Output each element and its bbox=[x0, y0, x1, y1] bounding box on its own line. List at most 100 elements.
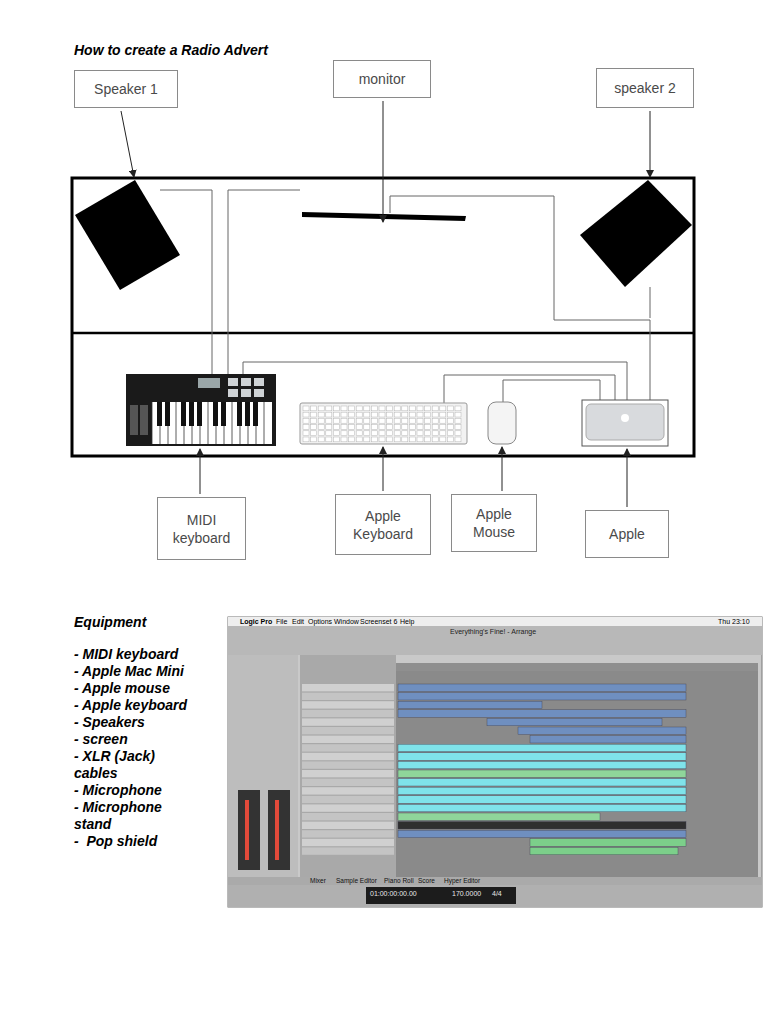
black-key bbox=[189, 402, 194, 426]
key bbox=[326, 425, 332, 430]
key bbox=[318, 406, 324, 411]
list-item: - Speakers bbox=[74, 714, 224, 731]
key bbox=[364, 431, 370, 436]
callout-box: Apple bbox=[585, 510, 669, 558]
key-edge bbox=[232, 402, 233, 444]
key bbox=[447, 437, 453, 442]
key bbox=[303, 425, 309, 430]
black-key bbox=[197, 402, 202, 426]
list-item: - XLR (Jack) cables bbox=[74, 748, 186, 782]
key bbox=[318, 412, 324, 417]
region bbox=[530, 847, 678, 854]
track-header bbox=[302, 753, 394, 760]
track-header bbox=[302, 830, 394, 837]
key bbox=[356, 406, 362, 411]
key bbox=[432, 406, 438, 411]
key bbox=[387, 418, 393, 423]
key bbox=[326, 418, 332, 423]
key bbox=[349, 406, 355, 411]
key bbox=[387, 425, 393, 430]
key bbox=[425, 406, 431, 411]
page-title: How to create a Radio Advert bbox=[74, 42, 268, 58]
key bbox=[387, 437, 393, 442]
key bbox=[356, 437, 362, 442]
key bbox=[417, 425, 423, 430]
key bbox=[409, 406, 415, 411]
key bbox=[333, 418, 339, 423]
region bbox=[398, 684, 686, 691]
list-item: - screen bbox=[74, 731, 224, 748]
key bbox=[364, 418, 370, 423]
tab-label: Mixer bbox=[310, 877, 326, 886]
key bbox=[425, 425, 431, 430]
key bbox=[425, 437, 431, 442]
list-heading: Equipment bbox=[74, 614, 146, 631]
key bbox=[387, 412, 393, 417]
region bbox=[398, 701, 542, 708]
speaker-1 bbox=[75, 180, 180, 290]
region bbox=[398, 744, 686, 751]
key bbox=[409, 431, 415, 436]
key bbox=[341, 406, 347, 411]
callout-box: Speaker 1 bbox=[74, 70, 178, 108]
leader-lines bbox=[121, 101, 650, 507]
track-header bbox=[302, 710, 394, 717]
key bbox=[303, 406, 309, 411]
key bbox=[417, 406, 423, 411]
key bbox=[455, 425, 461, 430]
key bbox=[402, 412, 408, 417]
key bbox=[341, 412, 347, 417]
key bbox=[447, 431, 453, 436]
key bbox=[318, 437, 324, 442]
key bbox=[387, 406, 393, 411]
key bbox=[311, 412, 317, 417]
callout-text: Speaker 1 bbox=[94, 80, 158, 98]
key bbox=[356, 425, 362, 430]
track-header bbox=[302, 684, 394, 691]
key bbox=[349, 431, 355, 436]
key bbox=[341, 431, 347, 436]
region bbox=[398, 804, 686, 811]
key bbox=[409, 412, 415, 417]
list-item: - Apple Mac Mini bbox=[74, 663, 224, 680]
region bbox=[398, 813, 600, 820]
key bbox=[394, 425, 400, 430]
black-key bbox=[253, 402, 258, 426]
region bbox=[398, 779, 686, 786]
apple-keyboard bbox=[300, 403, 467, 444]
track-header bbox=[302, 813, 394, 820]
callout-text: speaker 2 bbox=[614, 79, 675, 97]
key bbox=[318, 418, 324, 423]
key bbox=[318, 431, 324, 436]
region bbox=[530, 839, 686, 846]
key bbox=[394, 412, 400, 417]
region bbox=[398, 710, 686, 717]
key bbox=[364, 406, 370, 411]
tab-label: Sample Editor bbox=[336, 877, 377, 886]
list-item: - Apple keyboard bbox=[74, 697, 224, 714]
callout-box: Apple Mouse bbox=[451, 494, 537, 552]
key bbox=[379, 418, 385, 423]
key bbox=[371, 437, 377, 442]
key bbox=[409, 425, 415, 430]
key bbox=[303, 418, 309, 423]
callout-text: monitor bbox=[359, 70, 406, 88]
key bbox=[455, 437, 461, 442]
track-header bbox=[302, 693, 394, 700]
track-header bbox=[302, 822, 394, 829]
key bbox=[311, 437, 317, 442]
region bbox=[398, 830, 686, 837]
key bbox=[417, 418, 423, 423]
track-header bbox=[302, 718, 394, 725]
key bbox=[356, 418, 362, 423]
key bbox=[394, 437, 400, 442]
region bbox=[398, 770, 686, 777]
key bbox=[447, 425, 453, 430]
key bbox=[341, 437, 347, 442]
key bbox=[333, 412, 339, 417]
desk-divider bbox=[72, 332, 694, 335]
region bbox=[398, 761, 686, 768]
black-key bbox=[157, 402, 162, 426]
track-header bbox=[302, 736, 394, 743]
key bbox=[409, 437, 415, 442]
